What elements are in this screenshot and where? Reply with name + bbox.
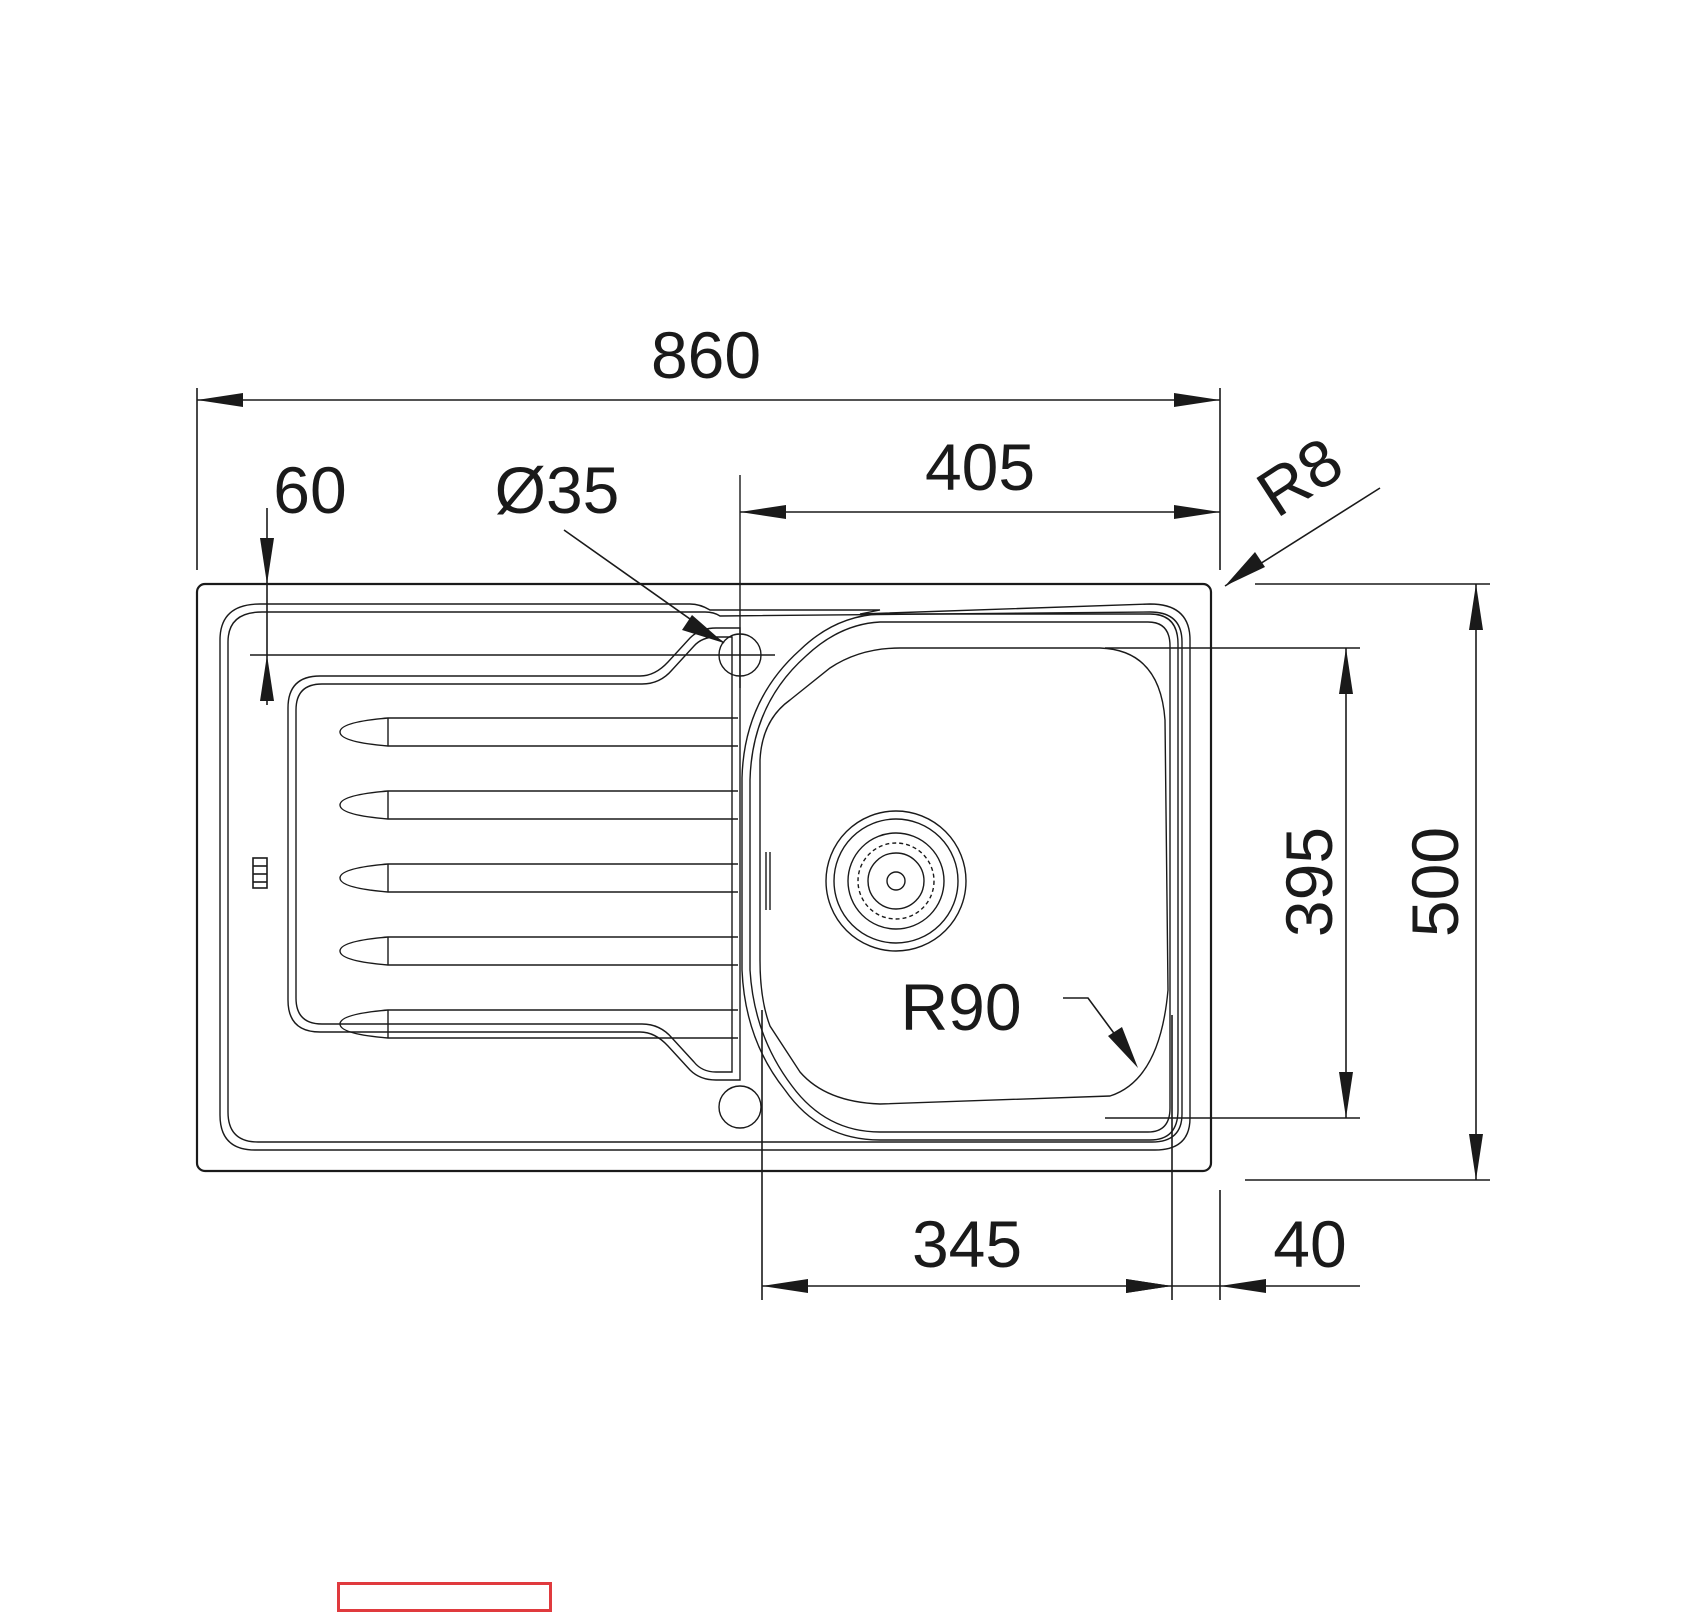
dim-bowl-radius: R90 bbox=[900, 970, 1021, 1044]
dim-tap-hole-diameter: Ø35 bbox=[495, 453, 620, 527]
brand-marker bbox=[252, 857, 268, 889]
dim-right-margin: 40 bbox=[1273, 1207, 1346, 1281]
sink-inner-flange bbox=[219, 603, 1191, 1151]
dim-bowl-depth: 395 bbox=[1272, 827, 1346, 937]
drainer-groove bbox=[339, 717, 738, 747]
bowl-outer-contour bbox=[741, 613, 1179, 1141]
drainer-recess-inner bbox=[295, 636, 733, 1073]
drainer-groove bbox=[339, 790, 738, 820]
sink-outer-rim bbox=[195, 582, 1213, 1173]
dim-overall-width: 860 bbox=[651, 318, 761, 392]
sink-body bbox=[195, 475, 1213, 1173]
drainer-grooves bbox=[339, 717, 738, 1039]
drainer-groove bbox=[339, 936, 738, 966]
drainer-groove bbox=[339, 863, 738, 893]
dim-overall-depth: 500 bbox=[1398, 827, 1472, 937]
dimension-lines bbox=[196, 388, 1490, 1300]
dim-bowl-to-tap-hole: 405 bbox=[925, 430, 1035, 504]
overflow-slot bbox=[765, 852, 771, 910]
bowl-outer-contour-2 bbox=[749, 621, 1171, 1133]
drain-waste bbox=[825, 810, 967, 952]
dimension-labels: 860 405 60 Ø35 R8 500 395 345 40 R90 bbox=[273, 318, 1472, 1281]
secondary-tap-hole bbox=[718, 1085, 762, 1129]
sink-inner-flange-2 bbox=[227, 611, 1183, 1143]
dim-bowl-width: 345 bbox=[912, 1207, 1022, 1281]
red-outline-box bbox=[337, 1582, 552, 1612]
dim-tap-hole-offset: 60 bbox=[273, 453, 346, 527]
drainer-recess bbox=[287, 627, 741, 1081]
drainer-groove bbox=[339, 1009, 738, 1039]
bowl-basin bbox=[759, 647, 1169, 1105]
